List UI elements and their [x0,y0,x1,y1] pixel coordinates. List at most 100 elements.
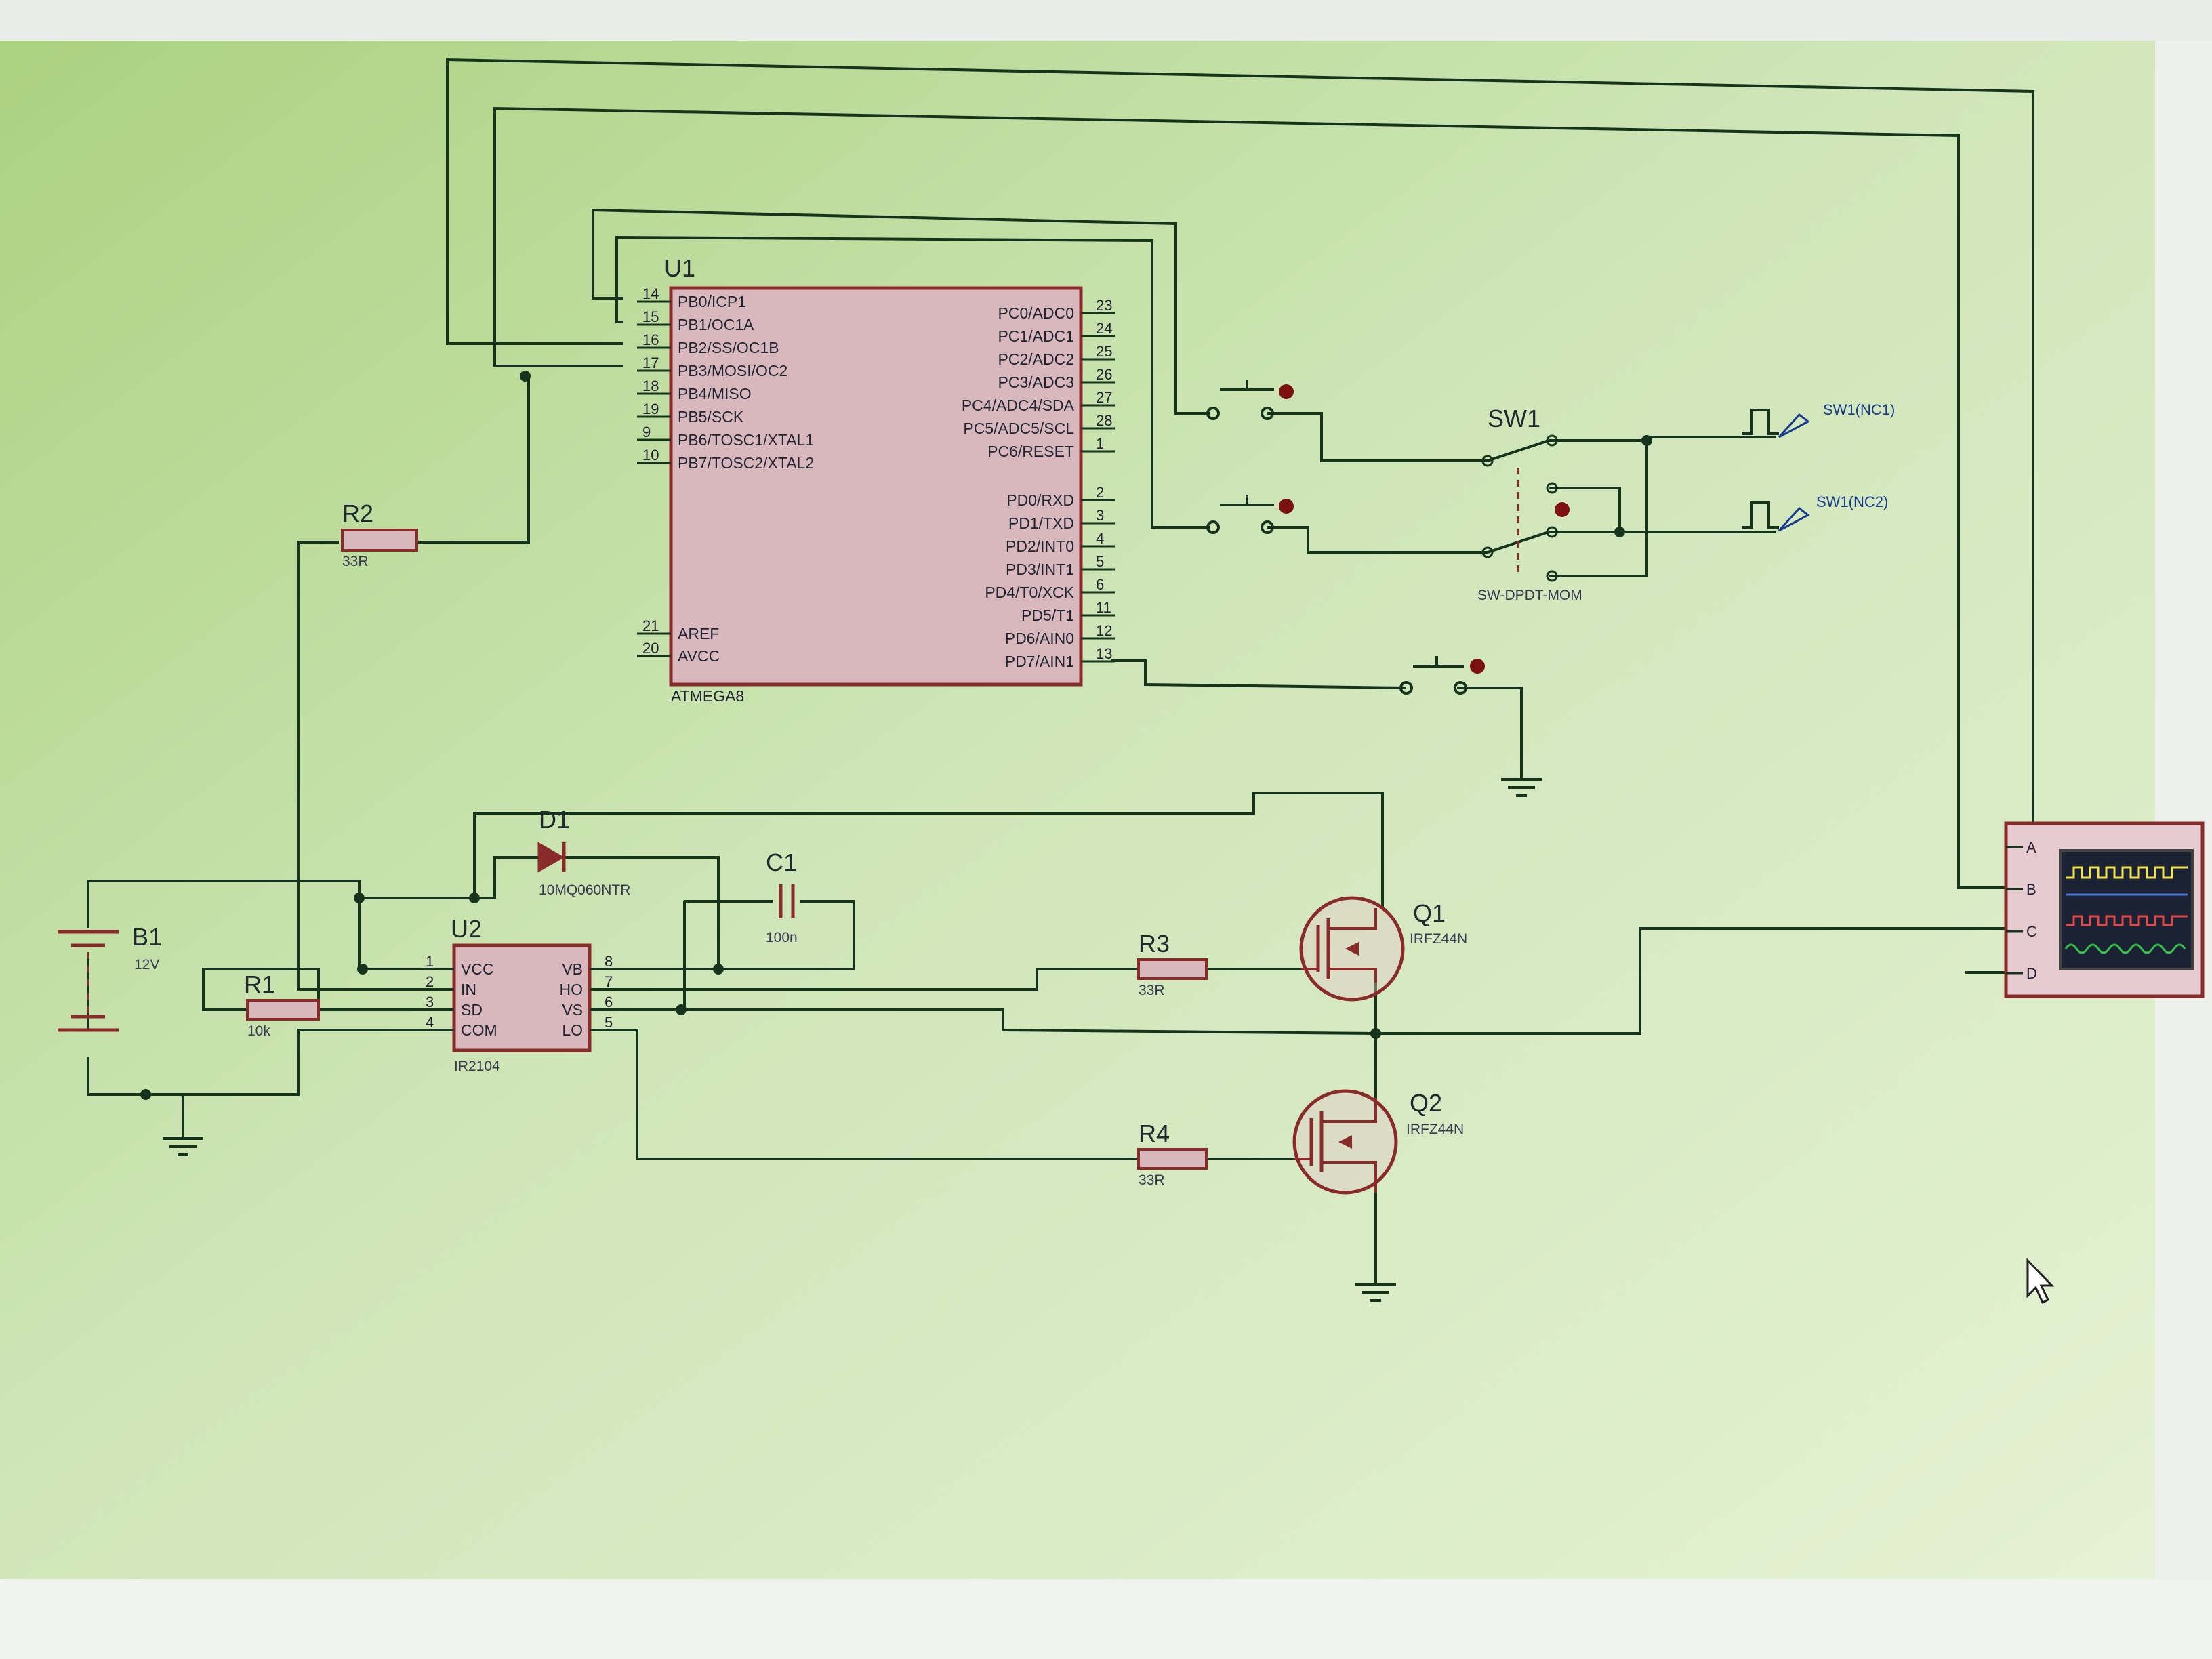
c1-ref: C1 [766,848,797,876]
pin-label: PB3/MOSI/OC2 [678,362,787,380]
push-button-2[interactable] [1206,495,1294,534]
mosfet-q2[interactable]: Q2 IRFZ44N [1292,1089,1464,1195]
pin-label: PB6/TOSC1/XTAL1 [678,431,814,449]
battery-b1[interactable]: B1 12V [58,923,162,1032]
sw1-nc1-label: SW1(NC1) [1823,401,1895,418]
push-button-3[interactable] [1399,656,1485,695]
pin-label: PC5/ADC5/SCL [963,419,1074,437]
pin-label: VB [562,960,583,978]
pin-number: 20 [642,640,659,657]
push-button-1[interactable] [1206,380,1294,420]
pin-number: 18 [642,377,659,394]
pin-number: 23 [1096,297,1112,314]
u1-left-pins: 14 PB0/ICP1 15 PB1/OC1A 16 PB2/SS/OC1B 17 PB3/M… [637,285,814,472]
r3-value: 33R [1139,983,1165,998]
scope-channel-label: A [2026,839,2036,856]
sw1-ref: SW1 [1488,405,1540,432]
pin-label: PD7/AIN1 [1005,653,1074,670]
window-title-bar [0,0,2212,41]
mouse-cursor-icon [2026,1258,2055,1305]
resistor-r4[interactable]: R4 33R [1137,1120,1208,1188]
pin-label: PD2/INT0 [1006,537,1074,555]
pin-number: 4 [426,1014,434,1031]
pin-number: 8 [605,953,613,970]
pin-number: 3 [426,994,434,1010]
pin-label: VS [562,1001,583,1019]
resistor-r2[interactable]: R2 33R [341,499,418,569]
pin-label: PD6/AIN0 [1005,630,1074,647]
u1-portd-pins: 2PD0/RXD3PD1/TXD4PD2/INT05PD3/INT16PD4/T… [985,484,1115,670]
pin-label: PD5/T1 [1021,607,1074,624]
pin-number: 25 [1096,343,1112,360]
pin-number: 14 [642,285,659,302]
pin-number: 5 [605,1014,613,1031]
resistor-r3[interactable]: R3 33R [1137,930,1208,998]
pin-number: 15 [642,308,659,325]
b1-ref: B1 [132,923,162,951]
window-right-bezel [2155,41,2212,1579]
pin-number: 10 [642,447,659,464]
q1-value: IRFZ44N [1410,931,1467,947]
r1-ref: R1 [244,970,275,998]
pin-label: PC3/ADC3 [998,373,1074,391]
junctions [140,371,1652,1100]
pin-number: 6 [1096,576,1104,593]
u2-ref: U2 [451,915,482,943]
ground-symbol-2 [163,1137,203,1156]
pin-label: AREF [678,625,719,642]
pin-number: 21 [642,617,659,634]
pin-label: PD4/T0/XCK [985,583,1074,601]
pin-label: PB1/OC1A [678,316,754,333]
pin-label: PB0/ICP1 [678,293,746,310]
sw1-nc2-terminal[interactable]: SW1(NC2) [1742,493,1888,532]
capacitor-c1[interactable]: C1 100n [766,848,798,945]
wires [87,58,2034,1274]
diode-d1[interactable]: D1 10MQ060NTR [537,806,630,898]
pin-label: PC0/ADC0 [998,304,1074,322]
pin-label: PC2/ADC2 [998,350,1074,368]
b1-value: 12V [134,957,159,972]
pin-number: 12 [1096,622,1112,639]
r1-value: 10k [247,1023,270,1039]
r4-value: 33R [1139,1172,1165,1188]
pin-number: 16 [642,331,659,348]
pin-label: PC6/RESET [987,443,1074,460]
pin-label: PB5/SCK [678,408,744,426]
pin-label: PD0/RXD [1006,491,1074,509]
sw1-dpdt-switch[interactable]: SW1 SW-DPDT-MOM [1477,405,1582,603]
ground-symbol-3 [1355,1274,1396,1302]
pin-number: 1 [426,953,434,970]
pin-number: 4 [1096,530,1104,547]
pin-label: PB7/TOSC2/XTAL2 [678,454,814,472]
pin-number: 2 [1096,484,1104,501]
pin-number: 5 [1096,553,1104,570]
pin-label: PB2/SS/OC1B [678,339,779,356]
pin-label: PB4/MISO [678,385,752,403]
pin-label: VCC [461,960,494,978]
pin-label: IN [461,981,476,998]
r4-ref: R4 [1139,1120,1170,1147]
mosfet-q1[interactable]: Q1 IRFZ44N [1299,896,1467,1002]
r3-ref: R3 [1139,930,1170,958]
u1-portc-pins: 23PC0/ADC024PC1/ADC125PC2/ADC226PC3/ADC3… [962,297,1115,460]
scope-channel-label: C [2026,923,2037,940]
resistor-r1[interactable]: R1 10k [244,970,320,1039]
pin-number: 17 [642,354,659,371]
pin-label: PC4/ADC4/SDA [962,396,1075,414]
u1-ref: U1 [664,254,695,282]
pin-label: PC1/ADC1 [998,327,1074,345]
ground-symbol-1 [1501,778,1542,797]
pin-label: PD1/TXD [1008,514,1074,532]
window-bottom-bezel [0,1579,2212,1659]
pin-number: 13 [1096,645,1112,662]
pin-number: 9 [642,424,651,441]
q1-ref: Q1 [1413,899,1446,927]
sw1-nc1-terminal[interactable]: SW1(NC1) [1742,401,1895,438]
pin-number: 19 [642,401,659,417]
